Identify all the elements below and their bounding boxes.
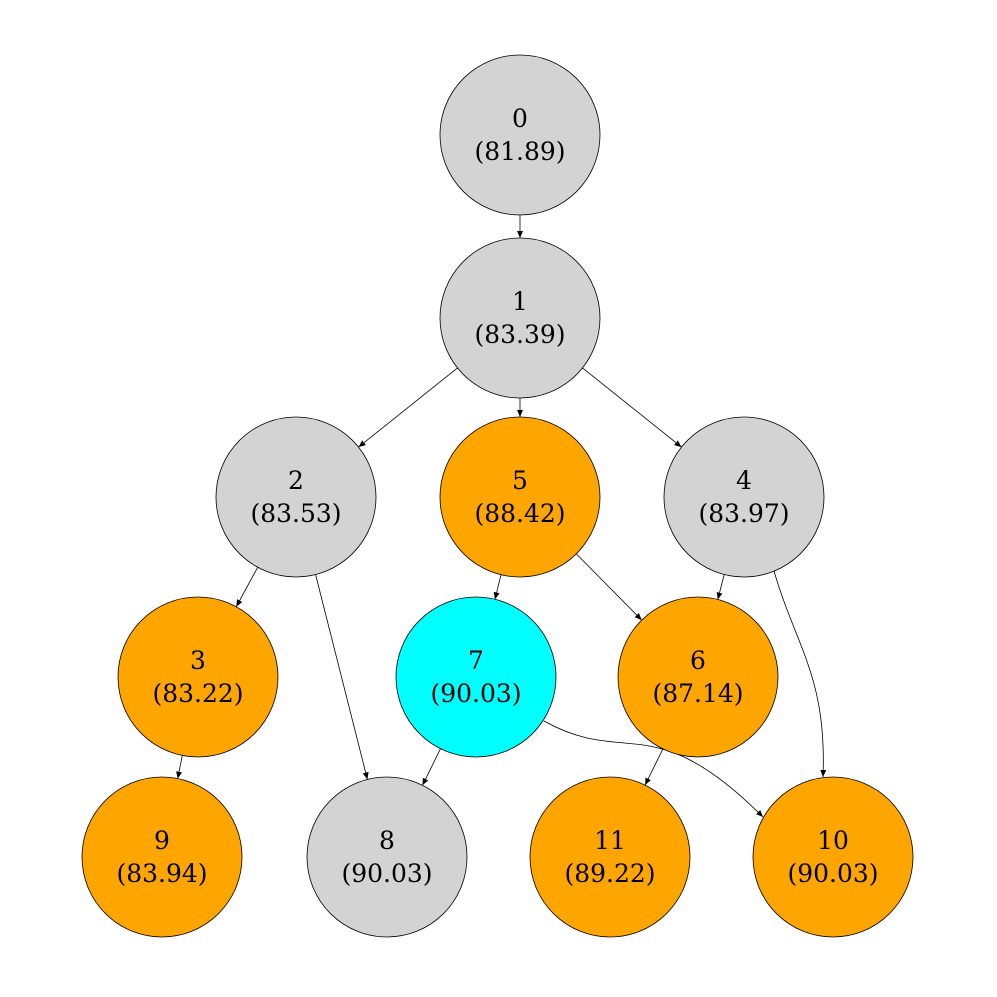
node-circle: [529, 776, 691, 938]
edge-6-to-11: [644, 748, 664, 786]
edge-4-to-6: [716, 574, 725, 600]
node-score-label: (90.03): [341, 859, 432, 888]
node-1: 1 (83.39): [439, 237, 601, 399]
edges-layer: [176, 215, 827, 818]
node-circle: [81, 776, 243, 938]
node-score-label: (81.89): [474, 137, 565, 166]
node-id-label: 10: [817, 826, 849, 855]
node-score-label: (90.03): [430, 679, 521, 708]
node-circle: [395, 596, 557, 758]
node-score-label: (87.14): [652, 679, 743, 708]
edge-7-to-8: [422, 748, 441, 786]
node-score-label: (83.39): [474, 320, 565, 349]
node-circle: [117, 596, 279, 758]
node-11: 11 (89.22): [529, 776, 691, 938]
node-score-label: (89.22): [564, 859, 655, 888]
node-9: 9 (83.94): [81, 776, 243, 938]
node-score-label: (83.94): [116, 859, 207, 888]
node-score-label: (83.97): [698, 499, 789, 528]
node-id-label: 9: [154, 826, 170, 855]
node-4: 4 (83.97): [663, 416, 825, 578]
node-id-label: 0: [512, 104, 528, 133]
node-id-label: 11: [594, 826, 626, 855]
node-circle: [306, 776, 468, 938]
node-6: 6 (87.14): [617, 596, 779, 758]
node-circle: [215, 416, 377, 578]
node-id-label: 4: [736, 466, 752, 495]
node-circle: [439, 416, 601, 578]
node-circle: [439, 237, 601, 399]
node-10: 10 (90.03): [752, 776, 914, 938]
node-id-label: 2: [288, 466, 304, 495]
edge-1-to-2: [358, 367, 458, 448]
node-id-label: 6: [690, 646, 706, 675]
edge-7-to-10: [543, 720, 764, 818]
node-id-label: 8: [379, 826, 395, 855]
node-score-label: (83.22): [152, 679, 243, 708]
node-5: 5 (88.42): [439, 416, 601, 578]
node-circle: [617, 596, 779, 758]
edge-5-to-7: [493, 574, 502, 600]
node-8: 8 (90.03): [306, 776, 468, 938]
node-3: 3 (83.22): [117, 596, 279, 758]
node-id-label: 7: [468, 646, 484, 675]
nodes-layer: 0 (81.89) 1 (83.39) 2 (83.53) 5 (88.42) 4 (83.97)…: [81, 54, 914, 938]
node-7: 7 (90.03): [395, 596, 557, 758]
edge-4-to-10: [773, 570, 827, 778]
node-score-label: (90.03): [787, 859, 878, 888]
node-circle: [439, 54, 601, 216]
node-circle: [663, 416, 825, 578]
edge-2-to-3: [235, 567, 259, 607]
node-id-label: 1: [512, 287, 528, 316]
node-score-label: (83.53): [250, 499, 341, 528]
node-id-label: 3: [190, 646, 206, 675]
edge-1-to-4: [582, 367, 682, 448]
node-id-label: 5: [512, 466, 528, 495]
node-2: 2 (83.53): [215, 416, 377, 578]
edge-2-to-8: [315, 574, 369, 780]
node-score-label: (88.42): [474, 499, 565, 528]
node-circle: [752, 776, 914, 938]
edge-5-to-6: [576, 553, 642, 621]
node-0: 0 (81.89): [439, 54, 601, 216]
edge-3-to-9: [176, 755, 183, 779]
